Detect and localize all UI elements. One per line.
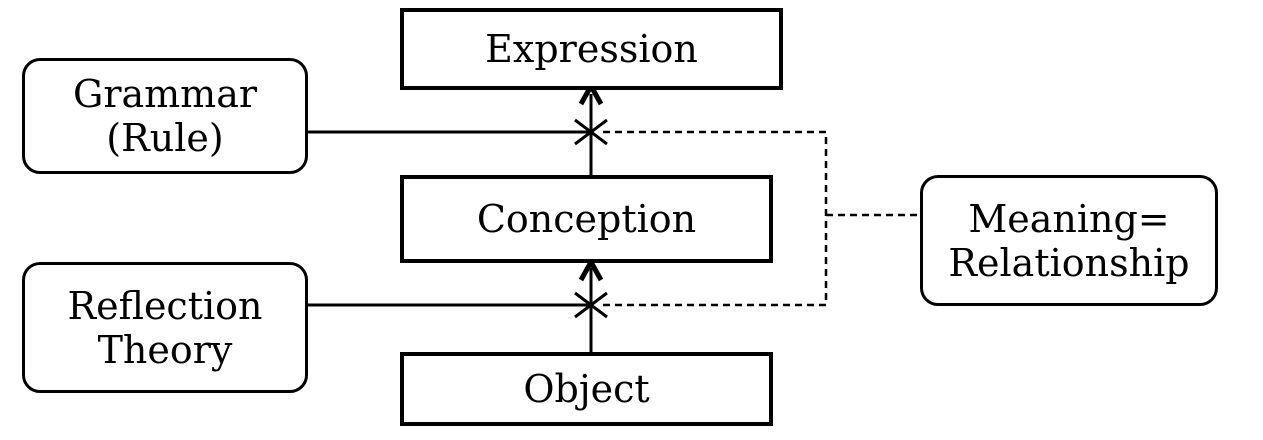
conception-label: Conception bbox=[476, 197, 697, 241]
grammar-rule-label: (Rule) bbox=[106, 116, 224, 160]
cross-lower bbox=[574, 291, 608, 319]
object-box: Object bbox=[400, 352, 773, 426]
reflection-theory-box: Reflection Theory bbox=[22, 262, 308, 393]
expression-label: Expression bbox=[485, 27, 698, 71]
meaning-dashed-loop bbox=[603, 130, 828, 307]
grammar-box: Grammar (Rule) bbox=[22, 58, 308, 174]
meaning-box: Meaning= Relationship bbox=[920, 175, 1218, 306]
expression-box: Expression bbox=[400, 8, 783, 90]
meaning-label: Meaning= bbox=[968, 196, 1170, 241]
cross-upper bbox=[574, 118, 608, 146]
theory-label: Theory bbox=[97, 327, 233, 372]
object-label: Object bbox=[523, 367, 650, 411]
grammar-label: Grammar bbox=[72, 72, 258, 116]
relationship-label: Relationship bbox=[948, 240, 1190, 285]
conception-box: Conception bbox=[400, 175, 773, 263]
reflection-label: Reflection bbox=[67, 283, 263, 328]
